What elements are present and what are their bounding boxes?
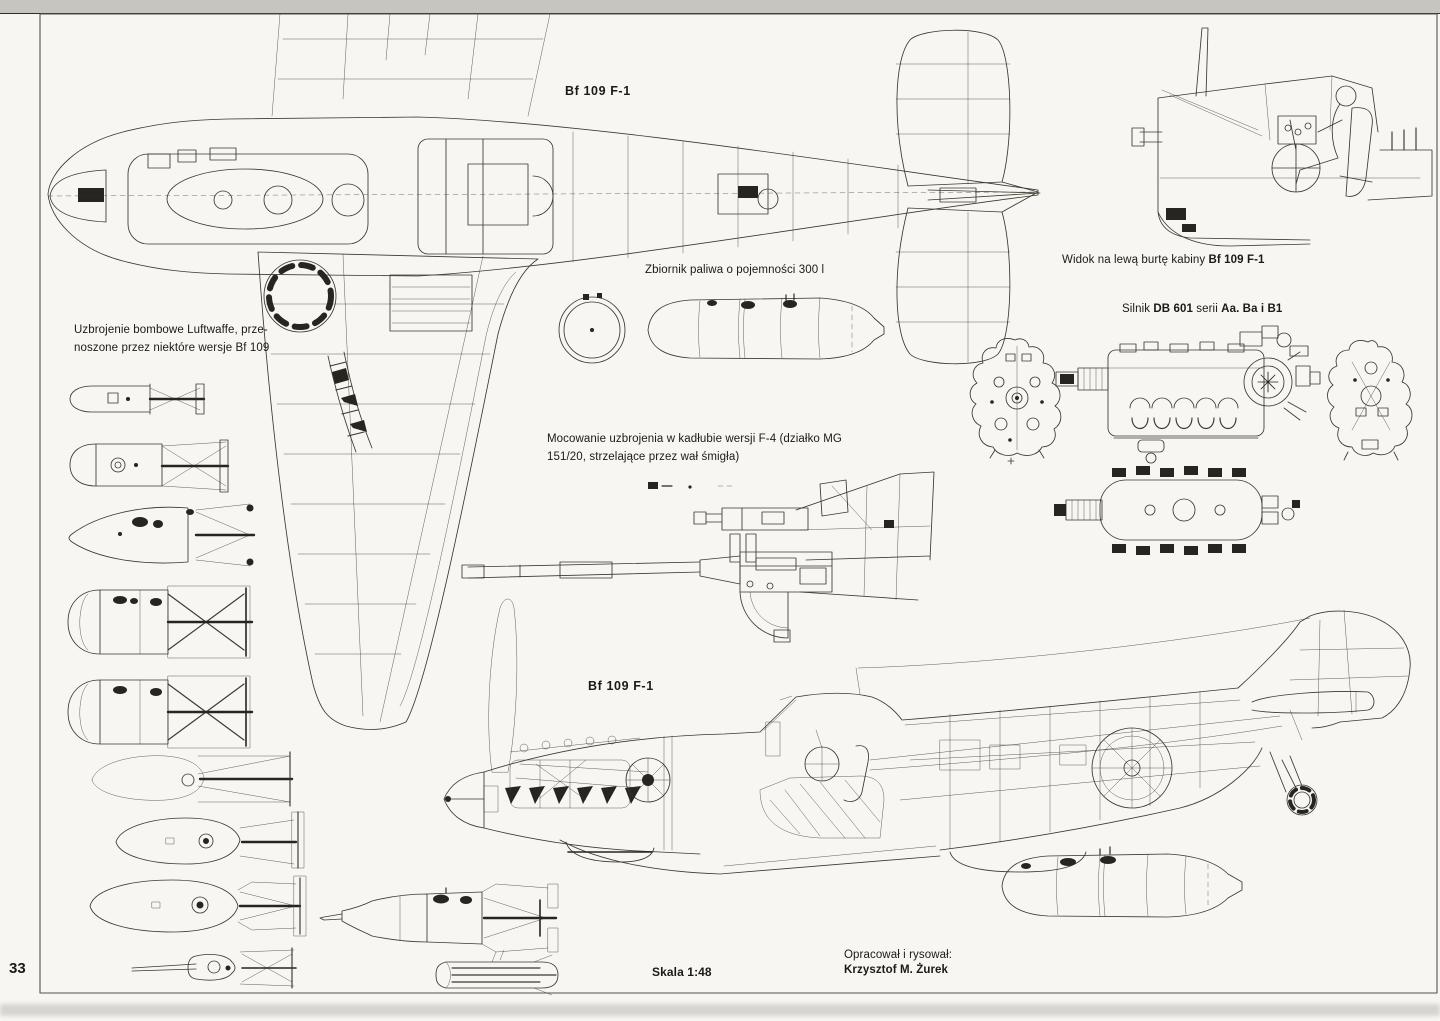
bomb-drawing-4	[67, 585, 254, 659]
page-frame	[39, 13, 1438, 994]
bomb-drawing-8	[89, 875, 307, 937]
credit-block: Opracował i rysował: Krzysztof M. Żurek	[844, 948, 952, 978]
cannon-mount-drawing	[461, 471, 935, 643]
cannon-caption-line1: Mocowanie uzbrojenia w kadłubie wersji F…	[547, 433, 842, 445]
top-plan-title: Bf 109 F-1	[565, 84, 631, 98]
page-number: 33	[9, 960, 26, 977]
scan-bottom-edge	[0, 1004, 1440, 1016]
drop-tank-drawing	[1001, 846, 1243, 918]
bomb-drawing-2	[69, 439, 230, 493]
top-plan-view-drawing	[47, 13, 1041, 730]
scale-label: Skala 1:48	[652, 965, 712, 979]
side-profile-view-drawing	[443, 598, 1411, 875]
cannon-caption-line2: 151/20, strzelające przez wał śmigła)	[547, 451, 740, 463]
credit-name: Krzysztof M. Żurek	[844, 964, 949, 976]
engine-top-view-drawing	[1054, 466, 1300, 555]
credit-role: Opracował i rysował:	[844, 949, 953, 961]
bomb-set-drawing	[67, 383, 307, 989]
engine-front-view-drawing	[969, 338, 1062, 465]
bomb-drawing-9	[131, 947, 297, 989]
fuel-tank-caption: Zbiornik paliwa o pojemności 300 l	[645, 264, 825, 276]
fuel-tank-profile-drawing	[647, 293, 885, 360]
bomb-drawing-3	[68, 503, 256, 567]
fuel-tank-section-drawing	[558, 293, 626, 364]
engine-caption: Silnik DB 601 serii Aa. Ba i B1	[1122, 303, 1283, 315]
bomb-fuze-extender-drawing	[319, 883, 559, 963]
bombs-caption-line2: noszone przez niektóre wersje Bf 109	[74, 342, 270, 354]
side-profile-title: Bf 109 F-1	[588, 679, 654, 693]
bomb-drawing-1	[69, 383, 206, 415]
cannon-caption: Mocowanie uzbrojenia w kadłubie wersji F…	[547, 430, 842, 466]
cockpit-caption: Widok na lewą burtę kabiny Bf 109 F-1	[1062, 254, 1265, 266]
bombs-caption-line1: Uzbrojenie bombowe Luftwaffe, prze-	[74, 324, 268, 336]
cockpit-interior-drawing	[1131, 27, 1433, 247]
bomb-drawing-5	[67, 675, 254, 749]
bomb-drawing-7	[115, 811, 305, 869]
engine-side-view-drawing	[1055, 325, 1321, 464]
bomb-drawing-6	[91, 751, 294, 807]
bomb-tail-top-view-drawing	[435, 954, 559, 996]
engine-rear-view-drawing	[1327, 340, 1413, 461]
bombs-caption: Uzbrojenie bombowe Luftwaffe, prze- nosz…	[74, 321, 269, 357]
